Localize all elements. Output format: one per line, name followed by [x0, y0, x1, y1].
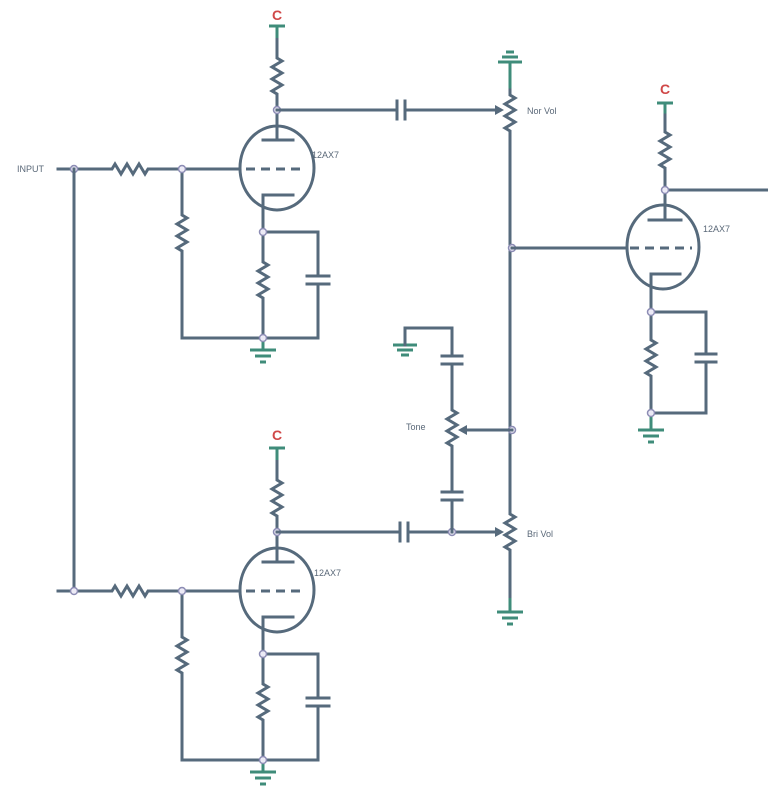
- tube-label-bottom: 12AX7: [314, 568, 341, 578]
- supply-terminal: [657, 101, 673, 115]
- top-preamp-stage: C 12AX7 INPUT: [17, 7, 504, 364]
- ground-icon: [498, 50, 522, 90]
- tube-label-top: 12AX7: [312, 150, 339, 160]
- top-stage-components: [56, 24, 331, 364]
- ground-icon: [497, 598, 523, 626]
- volume-network: Nor Vol Bri Vol: [497, 50, 557, 626]
- tone-label: Tone: [406, 422, 426, 432]
- tube-label-right: 12AX7: [703, 224, 730, 234]
- input-node-bottom: [69, 586, 79, 596]
- plate-resistor-right: [657, 113, 768, 222]
- tone-control: Tone: [393, 326, 514, 534]
- coupling-cap-nor: [275, 99, 498, 121]
- ground-icon: [638, 413, 664, 444]
- cathode-node-right: [646, 307, 656, 317]
- bri-vol-wiper-arrow: [495, 527, 504, 537]
- output-stage: C 12AX7: [510, 81, 768, 444]
- tone-pot-network: [403, 326, 464, 534]
- bri-vol-label: Bri Vol: [527, 529, 553, 539]
- coupling-cap-bri: [275, 521, 498, 543]
- supply-label-bottom: C: [272, 427, 282, 443]
- tone-wiper-arrow: [458, 425, 467, 435]
- plate-node-right: [660, 185, 670, 195]
- bottom-preamp-stage: C 12AX7: [56, 427, 504, 786]
- tube-right: [625, 203, 701, 291]
- supply-label-top: C: [272, 7, 282, 23]
- bottom-stage-components: [56, 446, 331, 786]
- supply-label-right: C: [660, 81, 670, 97]
- nor-vol-wiper-arrow: [495, 105, 504, 115]
- nor-vol-label: Nor Vol: [527, 106, 557, 116]
- ground-node-right: [646, 408, 656, 418]
- cathode-network-right: [643, 272, 718, 415]
- mix-bus-wire: [502, 88, 518, 600]
- input-label: INPUT: [17, 164, 45, 174]
